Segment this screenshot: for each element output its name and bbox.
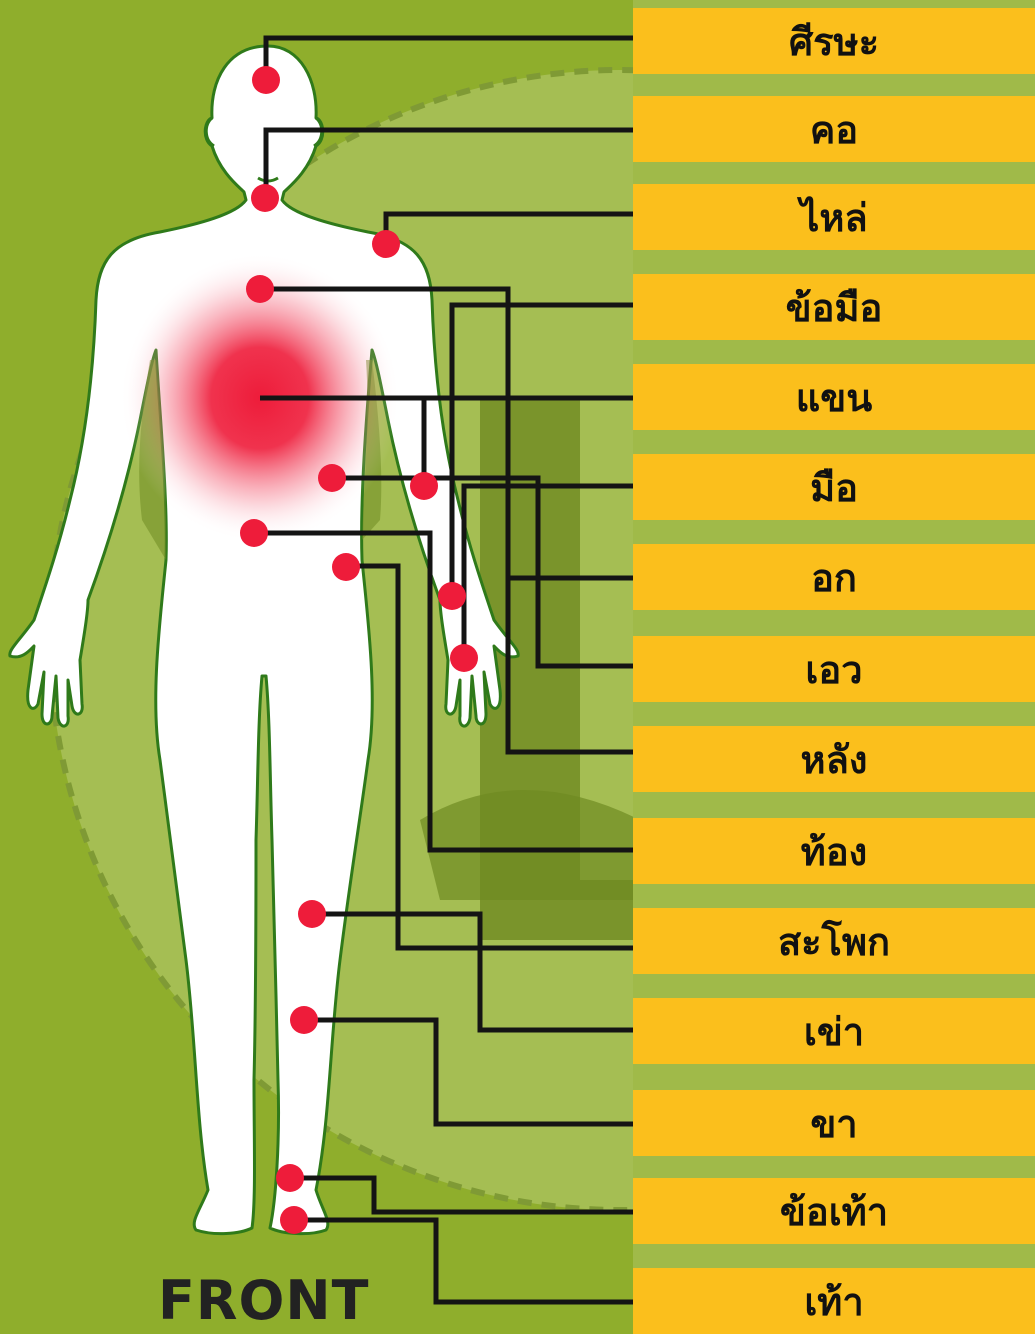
label-leg: ขา	[633, 1090, 1035, 1156]
front-caption: FRONT	[158, 1268, 378, 1334]
marker-abdomen	[240, 519, 268, 547]
label-shoulder: ไหล่	[633, 184, 1035, 250]
label-waist: เอว	[633, 636, 1035, 702]
marker-chest	[246, 275, 274, 303]
label-back: หลัง	[633, 726, 1035, 792]
marker-hip	[332, 553, 360, 581]
label-wrist: ข้อมือ	[633, 274, 1035, 340]
marker-waist	[318, 464, 346, 492]
label-ankle: ข้อเท้า	[633, 1178, 1035, 1244]
label-abdomen: ท้อง	[633, 818, 1035, 884]
label-hand: มือ	[633, 454, 1035, 520]
marker-hand	[450, 644, 478, 672]
label-chest: อก	[633, 544, 1035, 610]
label-knee: เข่า	[633, 998, 1035, 1064]
label-head: ศีรษะ	[633, 8, 1035, 74]
marker-neck	[251, 184, 279, 212]
label-arm: แขน	[633, 364, 1035, 430]
marker-foot	[280, 1206, 308, 1234]
marker-knee	[298, 900, 326, 928]
marker-ankle	[276, 1164, 304, 1192]
marker-leg	[290, 1006, 318, 1034]
marker-arm	[410, 472, 438, 500]
marker-wrist	[438, 582, 466, 610]
marker-shoulder	[372, 230, 400, 258]
label-hip: สะโพก	[633, 908, 1035, 974]
label-foot: เท้า	[633, 1268, 1035, 1334]
label-neck: คอ	[633, 96, 1035, 162]
marker-head	[252, 66, 280, 94]
